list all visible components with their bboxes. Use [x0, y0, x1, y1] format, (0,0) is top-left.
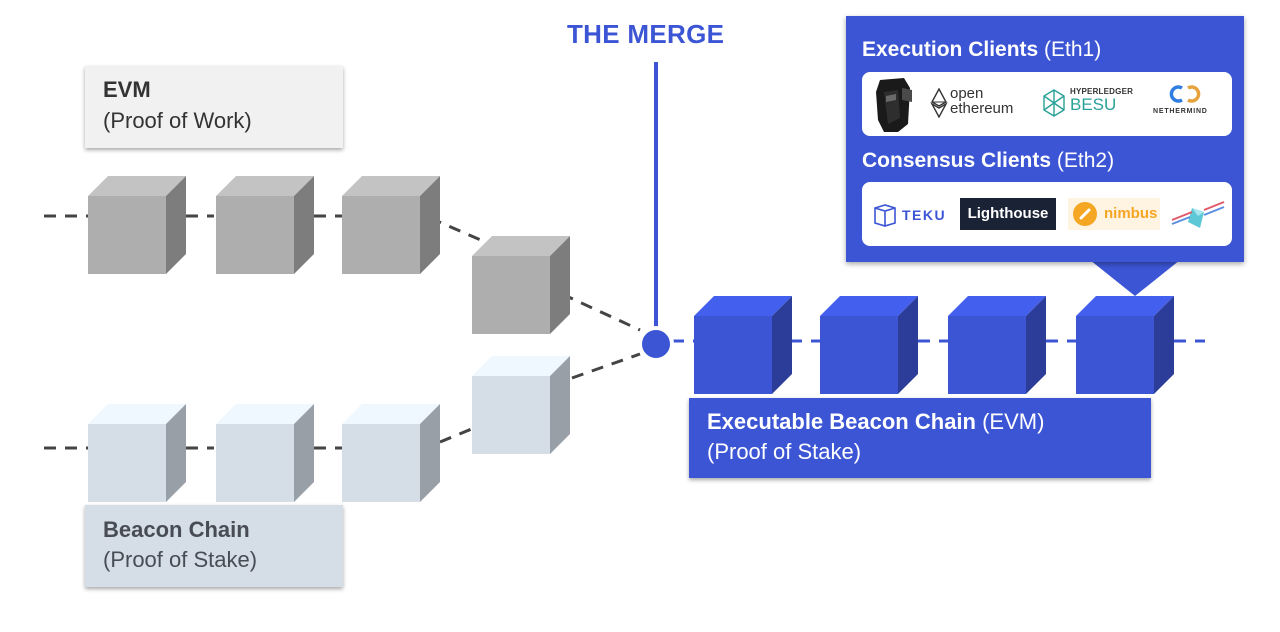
- merged-block: [694, 296, 792, 394]
- teku-cube-icon: [874, 204, 896, 227]
- merged-block: [948, 296, 1046, 394]
- pow-block: [88, 176, 186, 274]
- pow-block: [216, 176, 314, 274]
- execution-clients-title: Execution Clients: [862, 38, 1039, 61]
- merged-block: [820, 296, 918, 394]
- merge-title: THE MERGE: [567, 19, 725, 49]
- pow-block: [472, 236, 570, 334]
- consensus-clients-suffix: (Eth2): [1051, 149, 1115, 172]
- openethereum-line1: open: [950, 85, 984, 102]
- consensus-clients-heading: Consensus Clients (Eth2): [862, 149, 1114, 173]
- execution-clients-logos: open ethereum HYPERLEDGER BESU NETHERMIN…: [862, 72, 1232, 136]
- openethereum-logo: open ethereum: [950, 86, 1013, 116]
- execution-clients-suffix: (Eth1): [1038, 38, 1102, 61]
- pow-to-merge-link: [561, 292, 641, 332]
- callout-pointer: [1090, 260, 1180, 296]
- nimbus-icon: [1073, 202, 1097, 226]
- pow-block: [342, 176, 440, 274]
- geth-icon: [876, 78, 912, 132]
- lighthouse-logo: Lighthouse: [960, 198, 1056, 230]
- merged-block: [1076, 296, 1174, 394]
- merge-point: [638, 326, 674, 362]
- executable-beacon-chain-label: Executable Beacon Chain (EVM) (Proof of …: [689, 398, 1151, 478]
- nethermind-icon: [1169, 85, 1201, 103]
- beacon-block: [88, 404, 186, 502]
- consensus-clients-title: Consensus Clients: [862, 149, 1052, 172]
- besu-hex-icon: [1043, 89, 1065, 117]
- consensus-clients-logos: TEKU Lighthouse nimbus: [862, 182, 1232, 246]
- evm-title: EVM: [103, 77, 151, 102]
- besu-line2: BESU: [1070, 95, 1117, 114]
- beacon-chain-title: Beacon Chain: [103, 517, 250, 542]
- clients-panel: Execution Clients (Eth1) open ethereum: [846, 16, 1244, 262]
- evm-subtitle: (Proof of Work): [103, 108, 252, 133]
- pos-to-merge-link: [571, 352, 641, 380]
- nethermind-logo-text: NETHERMIND: [1153, 108, 1208, 115]
- executable-subtitle: (Proof of Stake): [707, 439, 862, 464]
- beacon-block: [472, 356, 570, 454]
- beacon-block: [342, 404, 440, 502]
- prysm-icon: [1171, 201, 1225, 228]
- nimbus-logo: nimbus: [1068, 198, 1160, 230]
- openethereum-line2: ethereum: [950, 100, 1014, 117]
- evm-label: EVM (Proof of Work): [85, 66, 343, 148]
- ethereum-diamond-icon: [930, 88, 948, 118]
- beacon-chain-subtitle: (Proof of Stake): [103, 547, 258, 572]
- beacon-chain-label: Beacon Chain (Proof of Stake): [85, 505, 343, 587]
- executable-title-row: Executable Beacon Chain (EVM): [707, 409, 1044, 435]
- besu-line1: HYPERLEDGER: [1070, 87, 1134, 96]
- besu-logo: HYPERLEDGER BESU: [1070, 87, 1133, 113]
- blocks: [88, 176, 1174, 502]
- teku-logo-text: TEKU: [902, 207, 947, 223]
- nimbus-logo-text: nimbus: [1104, 205, 1158, 222]
- beacon-block: [216, 404, 314, 502]
- executable-title: Executable Beacon Chain: [707, 409, 976, 434]
- executable-title-suffix: (EVM): [975, 409, 1045, 434]
- execution-clients-heading: Execution Clients (Eth1): [862, 38, 1101, 62]
- pos-link: [439, 426, 475, 444]
